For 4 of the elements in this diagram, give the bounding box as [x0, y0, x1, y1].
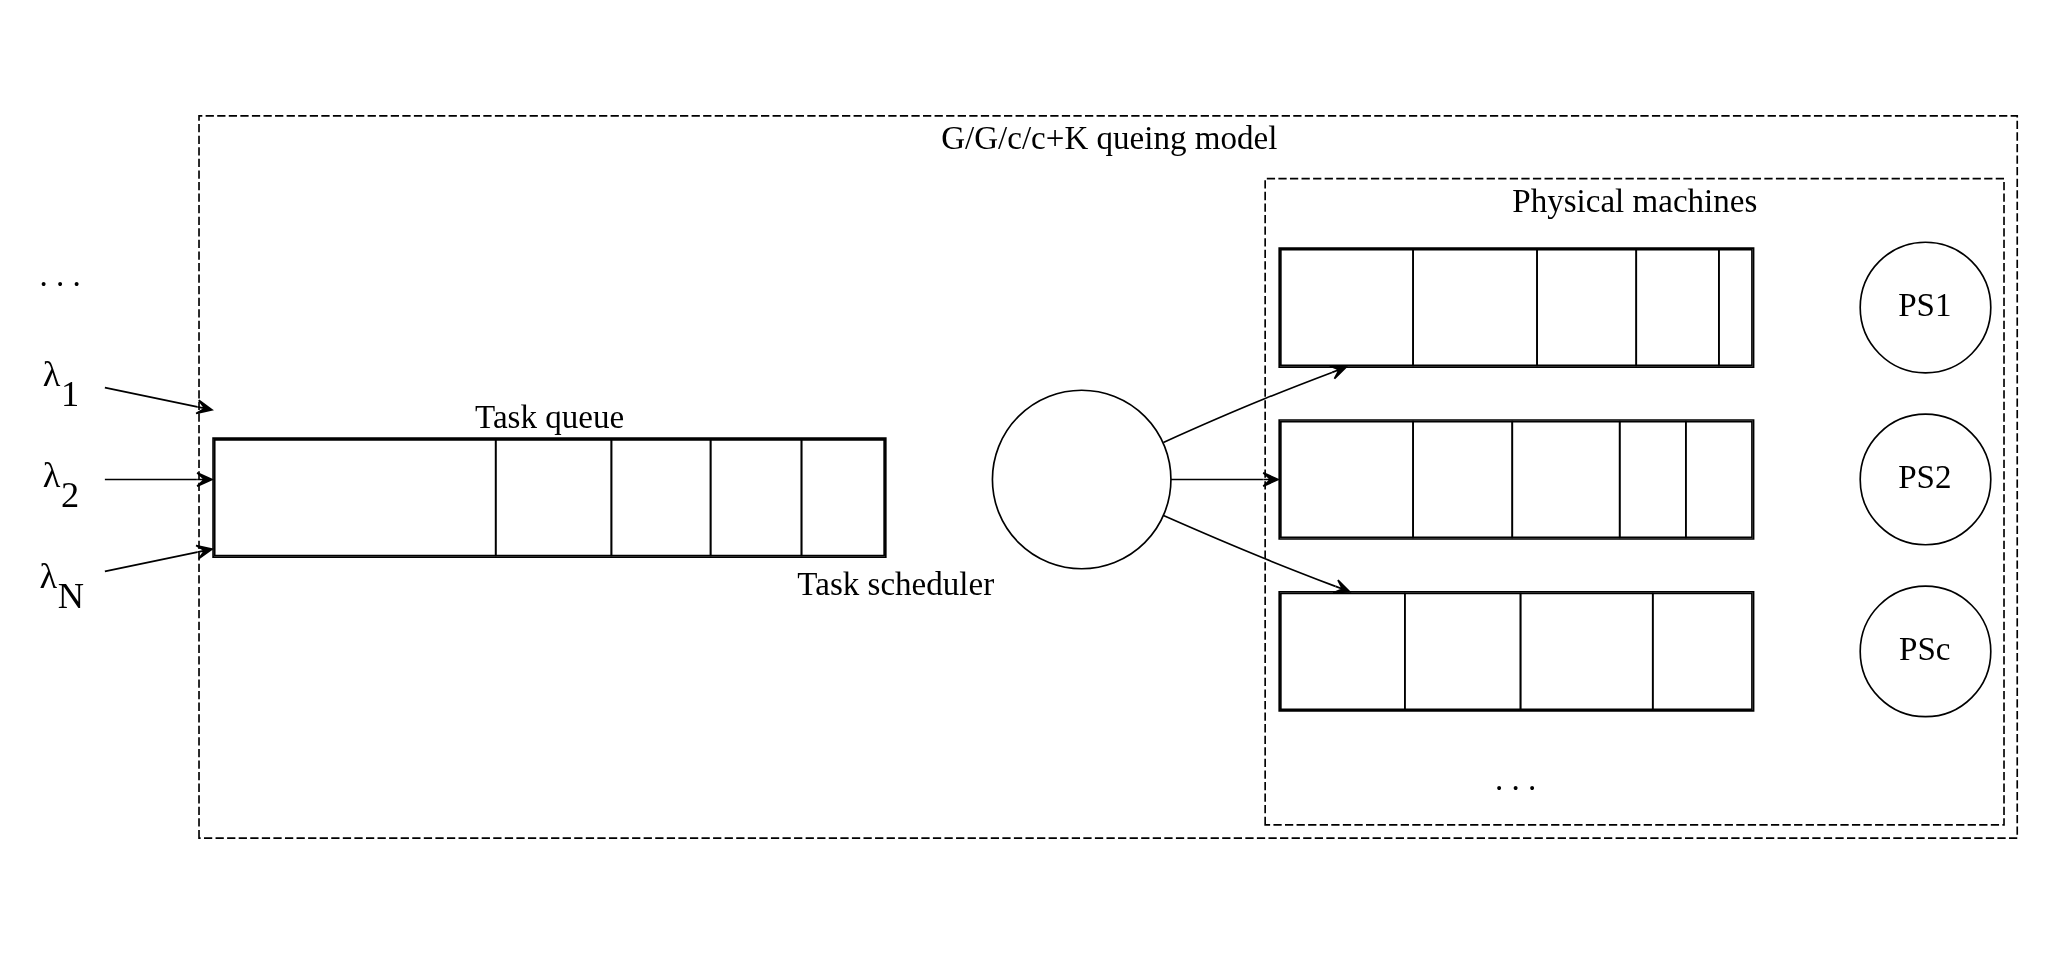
label: . . .: [39, 256, 81, 293]
node-label: Task scheduler: [797, 565, 995, 602]
label: . . .: [1494, 760, 1537, 797]
node-label: Task queue: [475, 398, 625, 435]
